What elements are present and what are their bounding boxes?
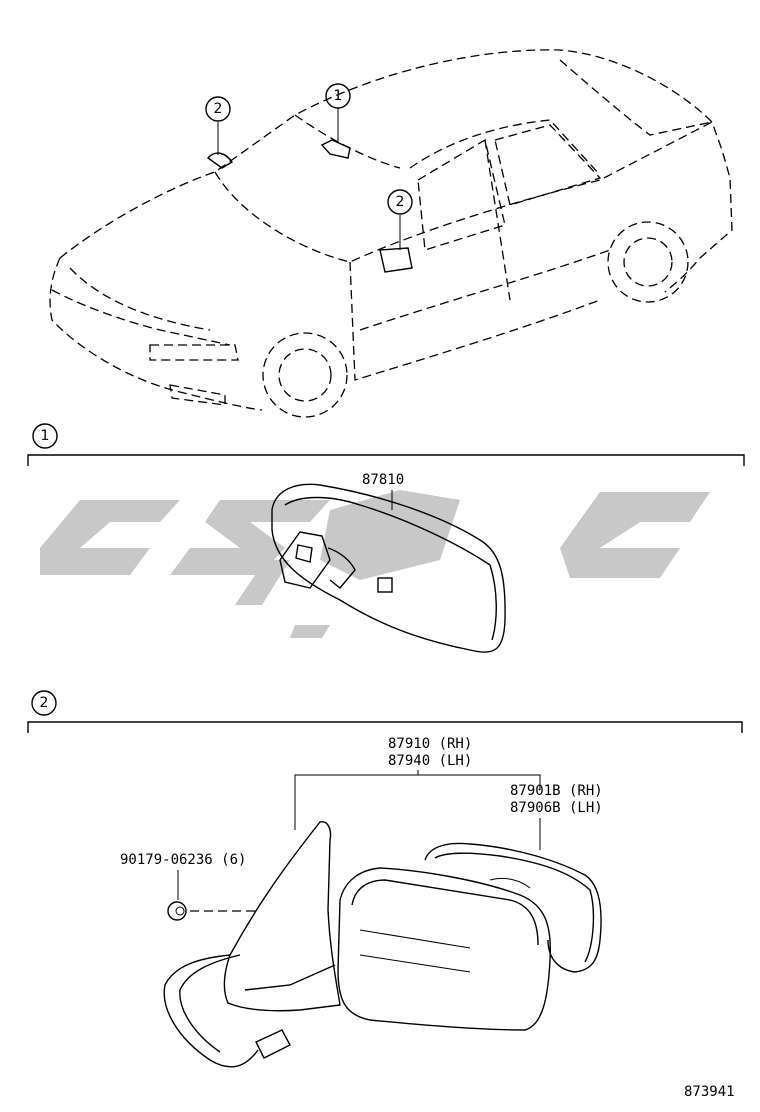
callout-outer-mirror-left: 2	[205, 96, 231, 122]
part-87810-label: 87810	[362, 472, 404, 488]
outer-mirror-illustration	[163, 821, 602, 1068]
watermark-logo	[40, 490, 710, 638]
svg-text:1: 1	[334, 88, 343, 104]
part-87901b-rh-label: 87901B (RH)	[510, 783, 603, 799]
part-87940-lh-label: 87940 (LH)	[388, 753, 472, 769]
callout-outer-mirror-right: 2	[387, 189, 413, 215]
section-1: 1 87810	[27, 423, 745, 653]
screw-illustration	[167, 901, 258, 921]
svg-text:2: 2	[396, 194, 405, 210]
part-87910-rh-label: 87910 (RH)	[388, 736, 472, 752]
part-90179-06236-label: 90179-06236 (6)	[120, 852, 246, 868]
section-2-index: 2	[40, 695, 49, 711]
part-87906b-lh-label: 87906B (LH)	[510, 800, 603, 816]
diagram-id: 873941	[684, 1084, 735, 1100]
interior-mirror-illustration	[271, 483, 506, 653]
section-2: 2 87910 (RH) 87940 (LH) 87901B (RH) 8790…	[27, 690, 743, 1068]
section-1-index: 1	[41, 428, 50, 444]
svg-text:2: 2	[214, 101, 223, 117]
car-illustration	[49, 49, 733, 418]
callout-interior-mirror: 1	[325, 83, 351, 109]
